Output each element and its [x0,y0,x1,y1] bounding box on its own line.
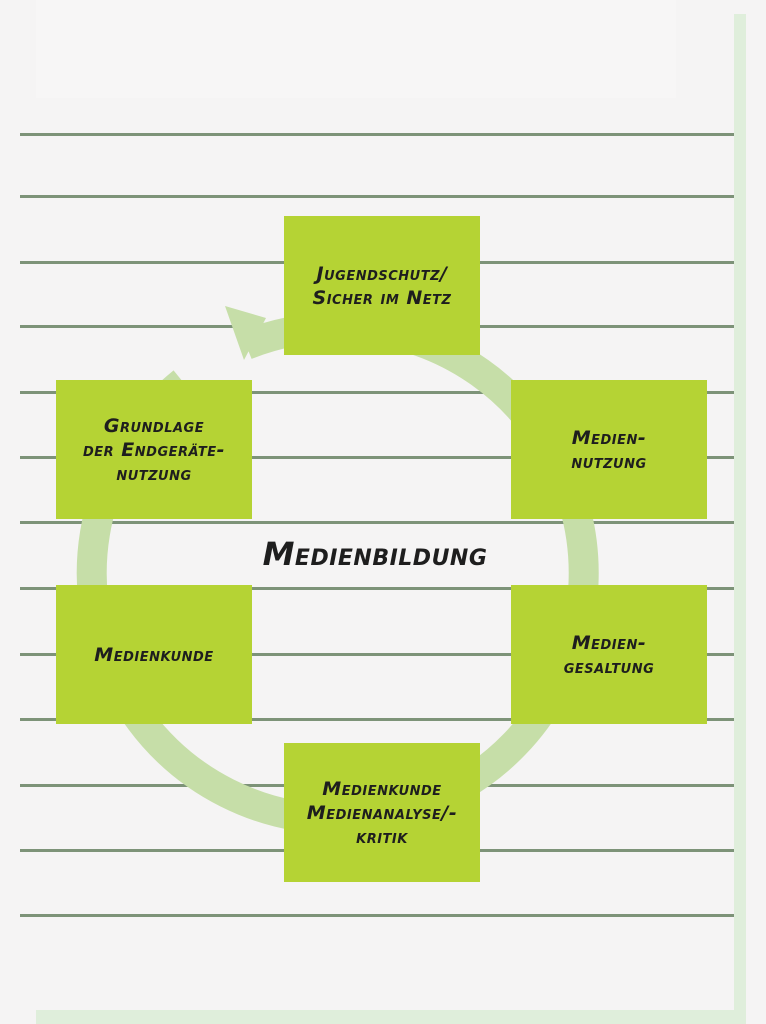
ruled-line [20,195,734,198]
ruled-line [20,587,734,590]
ruled-line [20,718,734,721]
ruled-line [20,521,734,524]
ruled-line [20,914,734,917]
node-grundlage: Grundlage der Endgeräte- nutzung [56,380,252,519]
ruled-line [20,133,734,136]
ruled-line [20,456,734,459]
top-band [36,0,676,98]
page-edge-right [734,14,746,1024]
node-mediengestaltung: Medien- gesaltung [511,585,707,724]
page-edge-bottom [36,1010,746,1024]
node-mediennutzung: Medien- nutzung [511,380,707,519]
node-medienkunde: Medienkunde [56,585,252,724]
cycle-arrowhead [225,306,266,360]
ruled-line [20,653,734,656]
ruled-line [20,391,734,394]
diagram-title: Medienbildung [262,535,488,573]
node-medienanalyse: Medienkunde Medienanalyse/- kritik [284,743,480,882]
node-jugendschutz: Jugendschutz/ Sicher im Netz [284,216,480,355]
